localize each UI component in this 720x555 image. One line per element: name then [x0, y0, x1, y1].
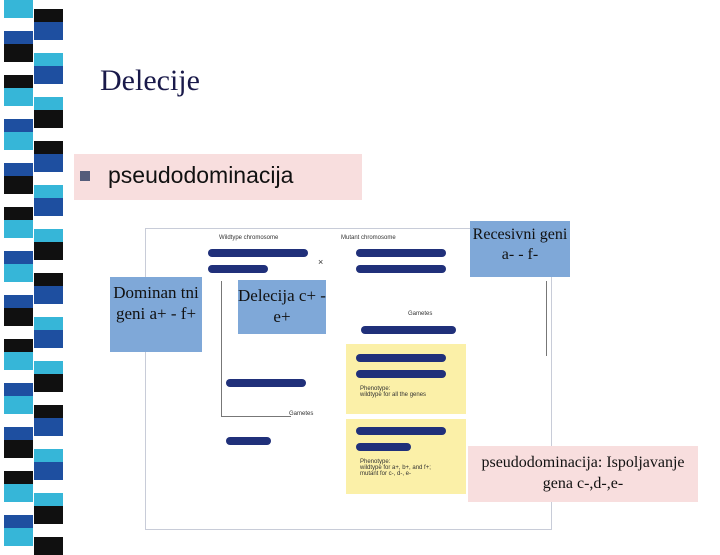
offspring-chromosome — [356, 354, 446, 362]
strip-square — [4, 440, 33, 458]
strip-square — [34, 66, 63, 84]
offspring-chromosome — [356, 427, 446, 435]
gamete-chromosome — [226, 437, 271, 445]
cross-symbol: × — [318, 257, 324, 267]
strip-square — [4, 396, 33, 414]
deletion-callout: Delecija c+ - e+ — [238, 280, 326, 334]
strip-square — [4, 352, 33, 370]
offspring-chromosome — [356, 370, 446, 378]
strip-square — [34, 286, 63, 304]
decorative-strip — [0, 0, 66, 555]
bullet-text: pseudodominacija — [108, 162, 294, 188]
strip-square — [4, 44, 33, 62]
strip-square — [34, 110, 63, 128]
mutant-chromosome-label: Mutant chromosome — [341, 235, 396, 241]
offspring-box-pseudodominant: Phenotype: wildtype for a+, b+, and f+; … — [346, 419, 466, 494]
gametes-label: Gametes — [408, 311, 433, 317]
connector-line — [221, 281, 222, 416]
wildtype-chromosome-label: Wildtype chromosome — [219, 235, 279, 241]
connector-line — [221, 416, 291, 417]
gamete-chromosome — [226, 379, 306, 387]
strip-square — [34, 22, 63, 40]
bullet-square-icon — [80, 171, 90, 181]
dominant-genes-callout: Dominan tni geni a+ - f+ — [110, 277, 202, 352]
gamete-chromosome — [361, 326, 456, 334]
bullet-box — [74, 154, 362, 200]
strip-square — [34, 506, 63, 524]
phenotype-label: Phenotype: wildtype for a+, b+, and f+; … — [360, 459, 431, 477]
strip-square — [4, 220, 33, 238]
strip-square — [34, 198, 63, 216]
strip-square — [34, 462, 63, 480]
strip-square — [4, 0, 33, 18]
mutant-chromosome — [356, 249, 446, 257]
strip-square — [4, 264, 33, 282]
strip-square — [34, 242, 63, 260]
slide-title: Delecije — [100, 64, 200, 97]
offspring-chromosome — [356, 443, 411, 451]
pseudodominance-callout: pseudodominacija: Ispoljavanje gena c-,d… — [468, 446, 698, 502]
connector-line — [546, 281, 547, 356]
mutant-chromosome-2 — [356, 265, 446, 273]
strip-square — [34, 330, 63, 348]
strip-square — [4, 308, 33, 326]
gametes-label: Gametes — [289, 411, 314, 417]
strip-square — [4, 528, 33, 546]
strip-square — [4, 484, 33, 502]
offspring-box-wildtype: Phenotype: wildtype for all the genes — [346, 344, 466, 414]
deleted-chromosome — [208, 265, 268, 273]
wildtype-chromosome — [208, 249, 308, 257]
strip-square — [4, 176, 33, 194]
phenotype-label: Phenotype: wildtype for all the genes — [360, 386, 427, 398]
strip-square — [4, 88, 33, 106]
strip-square — [4, 132, 33, 150]
strip-square — [34, 374, 63, 392]
recessive-genes-callout: Recesivni geni a- - f- — [470, 221, 570, 277]
strip-square — [34, 418, 63, 436]
strip-square — [34, 154, 63, 172]
